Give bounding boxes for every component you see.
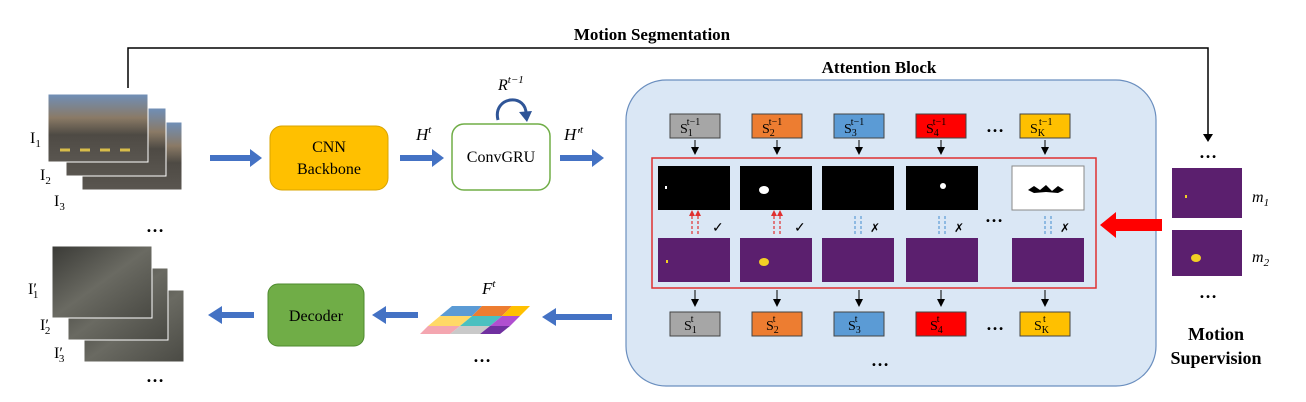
slot-prev-2: [751, 113, 803, 139]
arrow-cnn-to-convgru: [400, 149, 444, 167]
slot-prev-3: [833, 113, 885, 139]
match-mark-4: ✗: [954, 221, 964, 235]
matching-frame: [651, 157, 1097, 289]
slot-prev-2-label: S2t−1: [762, 117, 782, 139]
gt-mask-3: [822, 238, 894, 282]
slot-cur-1-label: S1t: [684, 314, 697, 336]
gt-mask-2: [740, 238, 812, 282]
cnn-backbone-box: [269, 125, 389, 191]
supervision-mask-2: [1172, 230, 1242, 276]
match-mark-1: ✓: [712, 221, 724, 236]
supervision-mask-1: [1172, 168, 1242, 218]
mask-label-2: m2: [1252, 249, 1270, 269]
output-label-3: I′3: [54, 345, 65, 365]
gt-mask-1: [658, 238, 730, 282]
attention-block-panel: [625, 79, 1157, 387]
feature-ellipsis: …: [473, 346, 491, 366]
slot-cur-2: [751, 311, 803, 337]
slot-cur-4: [915, 311, 967, 337]
attention-block-title: Attention Block: [822, 58, 937, 77]
input-label-3: I3: [54, 193, 65, 213]
pred-mask-3: [822, 166, 894, 210]
arrow-convgru-to-attention: [560, 149, 604, 167]
match-mark-3: ✗: [870, 221, 880, 235]
slot-prev-4-label: S4t−1: [926, 117, 946, 139]
cnn-label-line1: CNN: [312, 139, 346, 156]
label-F: Ft: [481, 278, 496, 298]
cur-slots-row: S1t S2t S3t S4t … SKt …: [669, 311, 1071, 370]
input-label-1: I1: [30, 130, 41, 150]
motion-seg-arrowhead: [1203, 134, 1213, 142]
supervision-top-ellipsis: …: [1199, 142, 1217, 162]
input-frame-1: [47, 93, 149, 163]
mask-label-1: m1: [1252, 189, 1269, 209]
convgru-box: [451, 123, 551, 191]
label-Hprime: H′t: [563, 124, 584, 144]
cur-slot-arrows: [691, 290, 1049, 307]
gt-mask-k: [1012, 238, 1084, 282]
input-label-2: I2: [40, 167, 51, 187]
match-lines: [691, 214, 1052, 234]
match-mark-2: ✓: [794, 221, 806, 236]
decoder-label: Decoder: [289, 308, 344, 325]
mask-ellipsis: …: [985, 206, 1003, 226]
prev-slot-arrows: [691, 140, 1049, 155]
arrow-decoder-to-output: [208, 306, 254, 324]
recurrent-loop-head: [519, 111, 532, 122]
gt-masks: [658, 238, 1084, 282]
slot-cur-k: [1019, 311, 1071, 337]
feature-map: [420, 306, 530, 334]
attention-bottom-ellipsis: …: [871, 350, 889, 370]
slot-prev-4: [915, 113, 967, 139]
recurrent-loop-arrow: [495, 98, 528, 121]
arrow-attention-to-features: [542, 308, 612, 326]
slot-prev-3-label: S3t−1: [844, 117, 864, 139]
slot-cur-2-label: S2t: [766, 314, 779, 336]
supervision-title-line2: Supervision: [1170, 348, 1261, 368]
label-H: Ht: [415, 124, 432, 144]
input-ellipsis: …: [146, 216, 164, 236]
pred-mask-1: [658, 166, 730, 210]
slot-prev-k: [1019, 113, 1071, 139]
match-mark-k: ✗: [1060, 221, 1070, 235]
slot-prev-ellipsis: …: [986, 116, 1004, 136]
output-ellipsis: …: [146, 366, 164, 386]
pred-mask-2: [740, 166, 812, 210]
output-label-2: I′2: [40, 317, 50, 337]
output-frame-1: [51, 245, 153, 319]
motion-segmentation-title: Motion Segmentation: [574, 25, 731, 44]
label-R: Rt−1: [497, 74, 524, 94]
supervision-arrow: [1100, 212, 1162, 238]
cnn-label-line2: Backbone: [297, 161, 361, 178]
convgru-label: ConvGRU: [467, 149, 536, 166]
slot-cur-3: [833, 311, 885, 337]
input-frames: [47, 93, 183, 191]
slot-cur-3-label: S3t: [848, 314, 861, 336]
slot-cur-4-label: S4t: [930, 314, 943, 336]
slot-cur-k-label: SKt: [1034, 314, 1050, 336]
arrow-features-to-decoder: [372, 306, 418, 324]
output-label-1: I′1: [28, 281, 38, 301]
supervision-bottom-ellipsis: …: [1199, 282, 1217, 302]
gt-mask-4: [906, 238, 978, 282]
arrow-input-to-cnn: [210, 149, 262, 167]
slot-cur-ellipsis: …: [986, 314, 1004, 334]
match-arrowheads-red: [689, 210, 783, 216]
predicted-masks: …: [658, 165, 1085, 226]
motion-segmentation-line: [127, 47, 1209, 138]
decoder-box: [267, 283, 365, 347]
slot-cur-1: [669, 311, 721, 337]
output-frames: [51, 245, 185, 363]
slot-prev-1-label: S1t−1: [680, 117, 700, 139]
slot-prev-1: [669, 113, 721, 139]
slot-prev-k-label: SKt−1: [1030, 117, 1052, 139]
supervision-title-line1: Motion: [1188, 324, 1244, 344]
prev-slots-row: S1t−1 S2t−1 S3t−1 S4t−1 … SKt−1: [669, 113, 1071, 139]
